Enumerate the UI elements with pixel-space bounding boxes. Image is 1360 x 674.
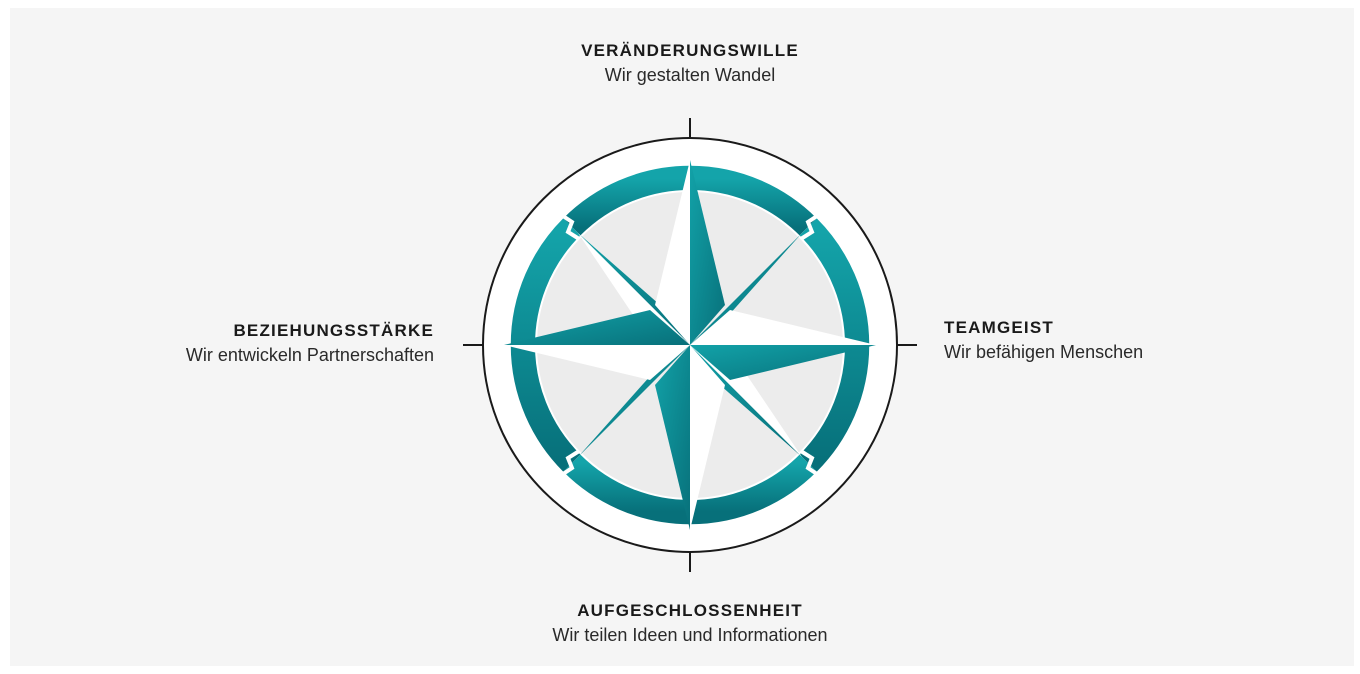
direction-label-top: VERÄNDERUNGSWILLE Wir gestalten Wandel: [480, 40, 900, 88]
direction-subtitle: Wir entwickeln Partnerschaften: [185, 345, 434, 365]
direction-subtitle: Wir gestalten Wandel: [604, 65, 776, 85]
direction-title: BEZIEHUNGSSTÄRKE: [233, 321, 434, 340]
compass-diagonal-points: [578, 233, 802, 457]
direction-subtitle: Wir teilen Ideen und Informationen: [552, 625, 828, 645]
ring-notches: [558, 212, 822, 478]
direction-title: VERÄNDERUNGSWILLE: [581, 41, 799, 60]
compass-cardinal-points: [504, 160, 876, 530]
direction-label-bottom: AUFGESCHLOSSENHEIT Wir teilen Ideen und …: [480, 600, 900, 648]
direction-label-left: BEZIEHUNGSSTÄRKE Wir entwickeln Partners…: [60, 320, 434, 368]
direction-title: AUFGESCHLOSSENHEIT: [577, 601, 803, 620]
direction-label-right: TEAMGEIST Wir befähigen Menschen: [944, 317, 1304, 365]
direction-title: TEAMGEIST: [944, 318, 1054, 337]
direction-subtitle: Wir befähigen Menschen: [944, 342, 1144, 362]
